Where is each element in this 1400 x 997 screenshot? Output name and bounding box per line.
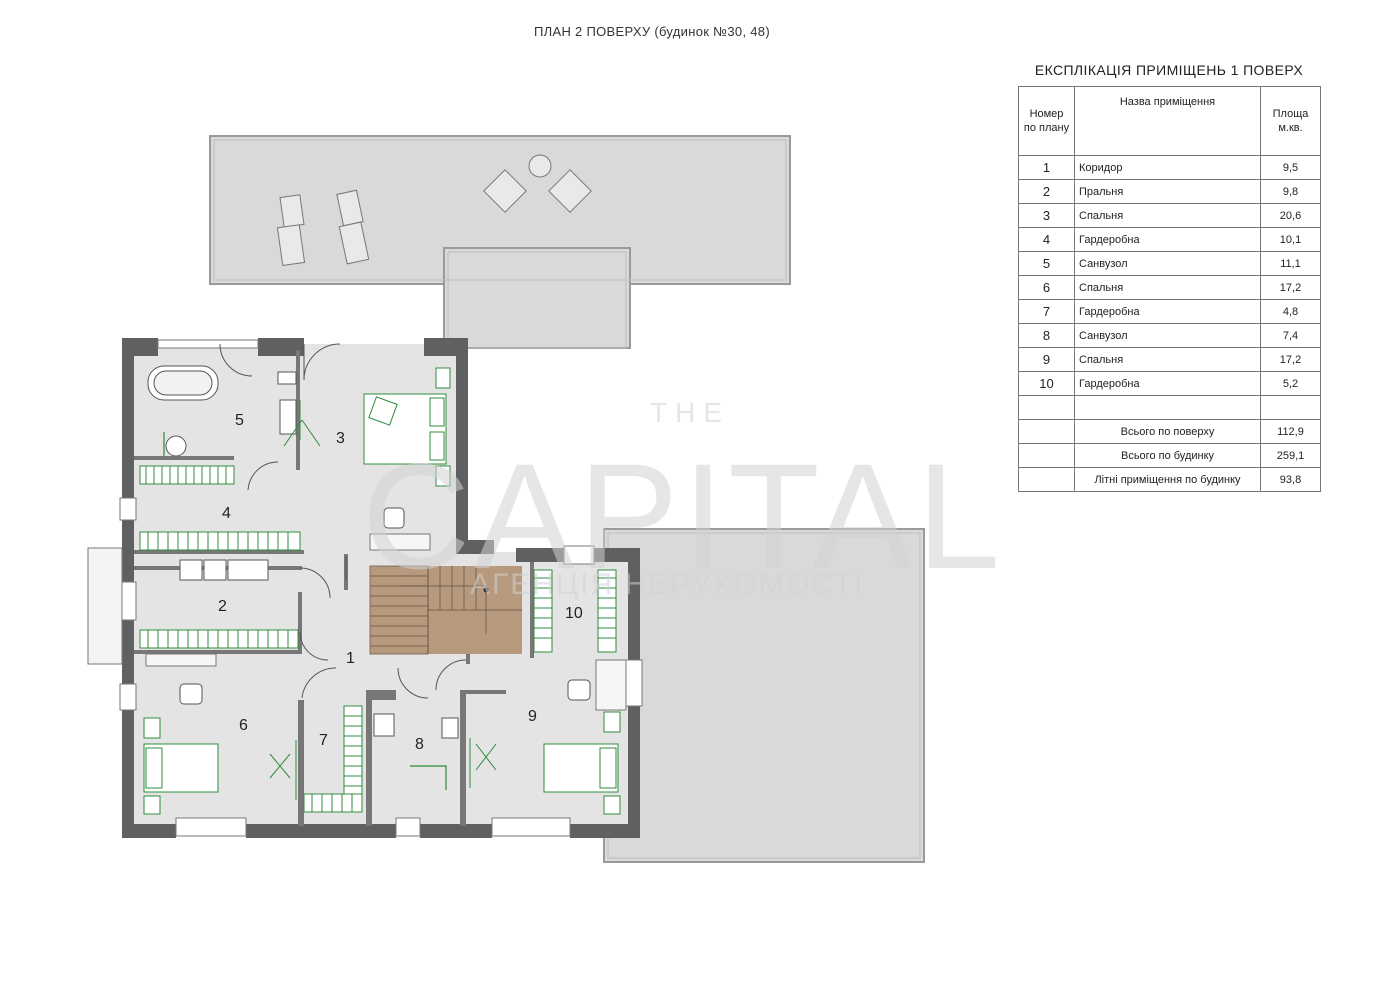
room-area: 20,6 [1260, 203, 1321, 228]
staircase [369, 565, 522, 655]
wardrobe-hangers [145, 466, 616, 812]
bath-8-fixtures [373, 713, 459, 739]
total-area: 112,9 [1260, 419, 1321, 444]
sinks-bath-5 [165, 371, 297, 457]
room-name: Санвузол [1074, 251, 1261, 276]
total-area: 93,8 [1260, 467, 1321, 492]
room-label-6: 6 [239, 717, 248, 734]
sun-lounger-1 [276, 194, 306, 267]
header-area: Площа м.кв. [1260, 86, 1321, 156]
nightstands-shelves [143, 367, 627, 815]
explication-table: Номер по плану Назва приміщення Площа м.… [1018, 86, 1321, 492]
room-name: Спальня [1074, 347, 1261, 372]
room-name: Спальня [1074, 275, 1261, 300]
room-number: 9 [1018, 347, 1075, 372]
bed-room-6 [143, 743, 219, 793]
room-label-1: 1 [346, 650, 355, 667]
room-area: 11,1 [1260, 251, 1321, 276]
watermark: THE CAPITAL АГЕНЦІЯ НЕРУХОМОСТІ [362, 397, 1004, 601]
room-number: 5 [1018, 251, 1075, 276]
room-label-4: 4 [222, 505, 231, 522]
laundry-appliances [179, 559, 269, 581]
doors [219, 343, 467, 699]
room-number: 6 [1018, 275, 1075, 300]
bathtub [147, 365, 219, 401]
outdoor-chair-1 [483, 169, 527, 213]
terraces [209, 135, 925, 863]
room-area: 17,2 [1260, 275, 1321, 300]
room-labels: 1 2 3 4 5 6 7 8 9 10 [218, 412, 583, 753]
room-area: 10,1 [1260, 227, 1321, 252]
room-number: 4 [1018, 227, 1075, 252]
outdoor-chair-2 [548, 169, 592, 213]
room-number: 3 [1018, 203, 1075, 228]
table-empty-row [1018, 395, 1321, 420]
room-area: 4,8 [1260, 299, 1321, 324]
room-number: 8 [1018, 323, 1075, 348]
room-name: Пральня [1074, 179, 1261, 204]
windows [87, 339, 643, 837]
watermark-line-3: АГЕНЦІЯ НЕРУХОМОСТІ [470, 568, 865, 601]
total-area: 259,1 [1260, 443, 1321, 468]
watermark-line-2: CAPITAL [362, 432, 1004, 600]
room-area: 17,2 [1260, 347, 1321, 372]
table-header-row: Номер по плану Назва приміщення Площа м.… [1018, 86, 1321, 156]
terrace-side [443, 247, 631, 349]
wardrobe-diagonals [269, 400, 497, 800]
room-label-10: 10 [565, 605, 583, 622]
room-label-2: 2 [218, 598, 227, 615]
room-number: 10 [1018, 371, 1075, 396]
watermark-line-1: THE [650, 397, 730, 428]
room-label-9: 9 [528, 708, 537, 725]
outdoor-table [528, 154, 552, 178]
room-area: 9,8 [1260, 179, 1321, 204]
plan-title: ПЛАН 2 ПОВЕРХУ (будинок №30, 48) [534, 24, 770, 39]
room-label-3: 3 [336, 430, 345, 447]
outdoor-table-set [483, 154, 592, 213]
room-number: 1 [1018, 155, 1075, 180]
bed-room-9 [543, 743, 619, 793]
room-area: 9,5 [1260, 155, 1321, 180]
room-name: Санвузол [1074, 323, 1261, 348]
room-label-8: 8 [415, 736, 424, 753]
room-number: 7 [1018, 299, 1075, 324]
armchairs [179, 507, 591, 705]
total-name: Всього по будинку [1074, 443, 1261, 468]
header-name: Назва приміщення [1074, 86, 1261, 156]
total-name: Всього по поверху [1074, 419, 1261, 444]
room-name: Гардеробна [1074, 227, 1261, 252]
bed-room-3 [363, 393, 447, 465]
room-area: 5,2 [1260, 371, 1321, 396]
total-name: Літні приміщення по будинку [1074, 467, 1261, 492]
room-name: Гардеробна [1074, 371, 1261, 396]
shower-lines [163, 432, 447, 790]
room-name: Гардеробна [1074, 299, 1261, 324]
terrace-right [603, 528, 925, 863]
room-name: Коридор [1074, 155, 1261, 180]
explication-title: ЕКСПЛІКАЦІЯ ПРИМІЩЕНЬ 1 ПОВЕРХ [1034, 62, 1304, 78]
room-area: 7,4 [1260, 323, 1321, 348]
room-number: 2 [1018, 179, 1075, 204]
room-name: Спальня [1074, 203, 1261, 228]
sun-lounger-2 [336, 189, 370, 265]
room-label-5: 5 [235, 412, 244, 429]
room-label-7: 7 [319, 732, 328, 749]
header-number: Номер по плану [1018, 86, 1075, 156]
